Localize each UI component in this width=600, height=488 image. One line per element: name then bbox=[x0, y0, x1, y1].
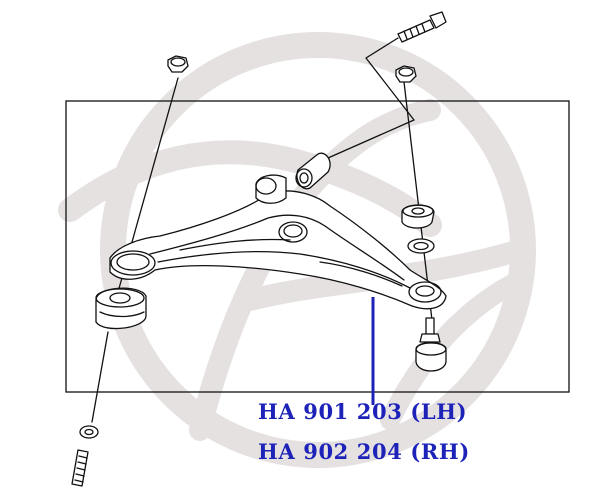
ball-joint-washer bbox=[407, 238, 435, 254]
part-number-lh: HA 901 203 (LH) bbox=[258, 399, 468, 424]
part-number-rh: HA 902 204 (RH) bbox=[258, 439, 470, 464]
assembly-leader-left-bottom bbox=[91, 331, 109, 423]
rear-bushing bbox=[295, 152, 331, 190]
control-arm bbox=[109, 174, 447, 310]
bolt-bottom-left bbox=[71, 449, 89, 487]
washer-bottom-left bbox=[79, 425, 99, 439]
diagram-frame bbox=[65, 100, 570, 393]
brand-logo-watermark bbox=[58, 32, 536, 468]
ball-joint bbox=[415, 317, 447, 372]
bolt-top bbox=[397, 11, 447, 43]
nut-top-right bbox=[395, 65, 417, 83]
front-bushing bbox=[95, 287, 147, 330]
ball-joint-bushing bbox=[401, 204, 435, 229]
nut-top-left bbox=[167, 55, 189, 73]
assembly-leader-bolt bbox=[327, 37, 415, 159]
